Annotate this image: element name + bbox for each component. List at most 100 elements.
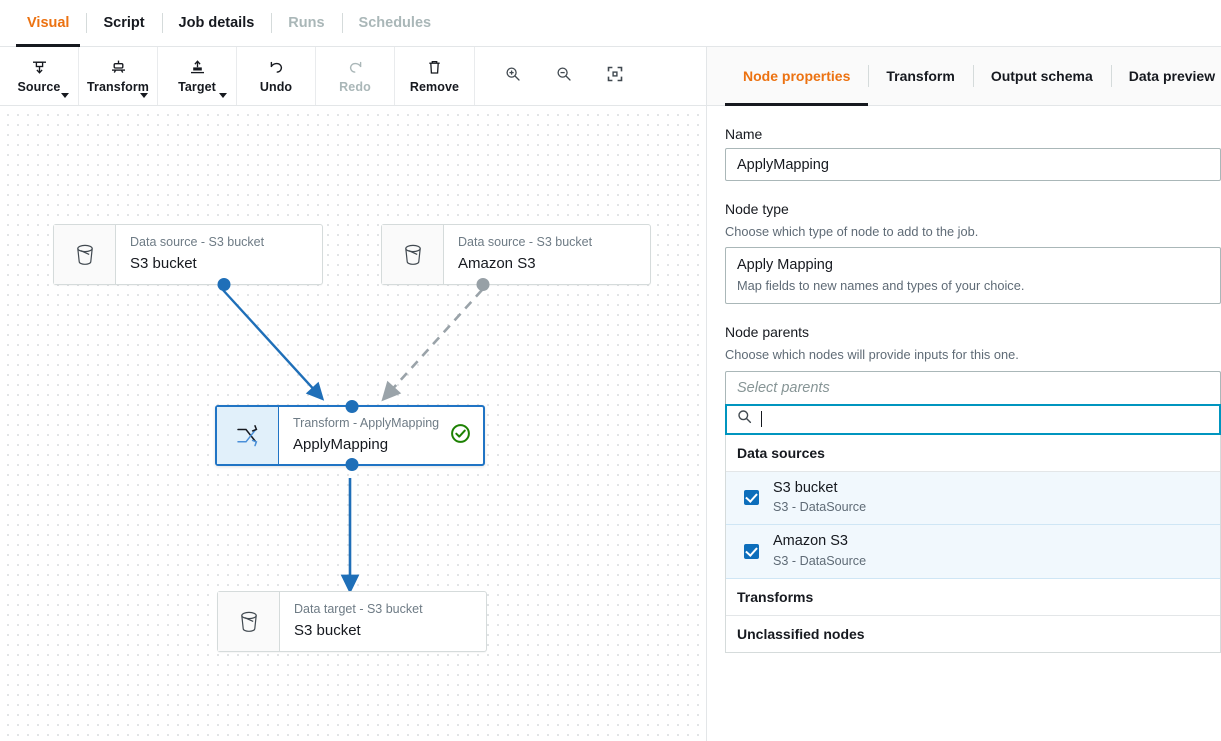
spacer <box>725 181 1221 201</box>
dropdown-option-s3-bucket[interactable]: S3 bucket S3 - DataSource <box>726 471 1220 526</box>
tab-job-details-label: Job details <box>178 15 255 31</box>
name-input[interactable]: ApplyMapping <box>725 148 1221 181</box>
panel-tab-bar: Node properties Transform Output schema … <box>707 47 1221 106</box>
tab-visual-label: Visual <box>27 15 70 31</box>
node-type-selected-desc: Map fields to new names and types of you… <box>737 277 1025 293</box>
node-parents-description: Choose which nodes will provide inputs f… <box>725 347 1019 363</box>
node-input-port[interactable] <box>345 400 359 413</box>
zoom-out-button[interactable] <box>538 47 589 105</box>
name-input-value: ApplyMapping <box>737 156 829 173</box>
node-transform-applymapping[interactable]: Transform - ApplyMapping ApplyMapping <box>215 400 485 471</box>
main-split: Source Transform <box>0 47 1221 741</box>
tab-transform[interactable]: Transform <box>868 47 972 105</box>
node-parents-multiselect: Select parents Data sources <box>725 370 1221 653</box>
search-icon <box>737 409 752 429</box>
dropdown-group-unclassified-nodes[interactable]: Unclassified nodes <box>726 616 1220 652</box>
name-field-label: Name <box>725 126 763 142</box>
dropdown-option-amazon-s3[interactable]: Amazon S3 S3 - DataSource <box>726 525 1220 579</box>
job-tab-bar: Visual Script Job details Runs Schedules <box>0 0 1221 47</box>
toolbar-source-button[interactable]: Source <box>0 47 79 105</box>
dropdown-option-title: S3 bucket <box>773 479 838 496</box>
tab-schedules-label: Schedules <box>358 15 432 31</box>
node-type-label: Node type <box>725 201 789 217</box>
toolbar-undo-button[interactable]: Undo <box>237 47 316 105</box>
tab-data-preview-label: Data preview <box>1128 68 1216 84</box>
node-output-port[interactable] <box>476 278 490 291</box>
toolbar-transform-label: Transform <box>86 80 150 94</box>
dropdown-group-label: Unclassified nodes <box>737 625 865 642</box>
chevron-down-icon[interactable] <box>219 93 227 98</box>
node-subtitle: Data source - S3 bucket <box>458 235 593 250</box>
dropdown-option-subtitle: S3 - DataSource <box>773 553 867 568</box>
node-target-s3-bucket[interactable]: Data target - S3 bucket S3 bucket <box>217 591 487 652</box>
check-circle-icon <box>450 423 471 449</box>
tab-script[interactable]: Script <box>86 0 161 46</box>
node-subtitle: Data source - S3 bucket <box>130 235 265 250</box>
canvas-column: Source Transform <box>0 47 707 741</box>
dropdown-option-text: S3 bucket S3 - DataSource <box>773 479 866 517</box>
tab-script-label: Script <box>103 15 145 31</box>
node-output-port[interactable] <box>345 458 359 471</box>
dropdown-option-subtitle: S3 - DataSource <box>773 500 867 515</box>
spacer <box>725 304 1221 324</box>
tab-transform-label: Transform <box>886 68 955 84</box>
node-source-s3-bucket[interactable]: Data source - S3 bucket S3 bucket <box>53 224 323 291</box>
node-parents-search-input[interactable] <box>725 403 1221 435</box>
canvas-toolbar: Source Transform <box>0 47 706 106</box>
node-target-s3-bucket-body: Data target - S3 bucket S3 bucket <box>280 592 486 651</box>
dropdown-option-title: Amazon S3 <box>773 533 848 550</box>
toolbar-remove-button[interactable]: Remove <box>395 47 474 105</box>
toolbar-redo-label: Redo <box>339 80 371 94</box>
trash-icon <box>426 58 443 77</box>
zoom-in-button[interactable] <box>487 47 538 105</box>
source-icon <box>31 58 48 77</box>
tab-node-properties[interactable]: Node properties <box>725 47 869 106</box>
zoom-controls <box>474 47 640 105</box>
node-source-amazon-s3[interactable]: Data source - S3 bucket Amazon S3 <box>381 224 651 291</box>
transform-icon <box>110 58 127 77</box>
toolbar-redo-button: Redo <box>316 47 395 105</box>
dropdown-group-label: Transforms <box>737 588 814 605</box>
toolbar-transform-button[interactable]: Transform <box>79 47 158 105</box>
target-icon <box>189 58 206 77</box>
toolbar-target-button[interactable]: Target <box>158 47 237 105</box>
node-details-panel: Node properties Transform Output schema … <box>707 47 1221 741</box>
zoom-in-icon <box>505 66 521 87</box>
tab-runs: Runs <box>271 0 341 46</box>
chevron-down-icon[interactable] <box>61 93 69 98</box>
fit-screen-button[interactable] <box>589 47 640 105</box>
node-subtitle: Data target - S3 bucket <box>294 602 423 617</box>
tab-job-details[interactable]: Job details <box>161 0 272 46</box>
node-title: S3 bucket <box>130 255 197 273</box>
tab-visual[interactable]: Visual <box>10 0 86 47</box>
toolbar-remove-label: Remove <box>409 80 460 94</box>
zoom-out-icon <box>556 66 572 87</box>
toolbar-undo-label: Undo <box>259 80 293 94</box>
dropdown-group-label: Data sources <box>737 444 825 461</box>
node-type-select[interactable]: Apply Mapping Map fields to new names an… <box>725 247 1221 305</box>
toolbar-source-label: Source <box>17 80 61 94</box>
tab-output-schema-label: Output schema <box>990 68 1093 84</box>
etl-canvas[interactable]: Data source - S3 bucket S3 bucket Data s… <box>0 106 706 741</box>
edge-s3bucket-to-applymapping <box>222 289 325 401</box>
node-transform-applymapping-body: Transform - ApplyMapping ApplyMapping <box>279 407 483 464</box>
text-cursor <box>761 411 762 428</box>
node-parents-trigger[interactable]: Select parents <box>725 370 1221 404</box>
apply-mapping-icon <box>217 407 279 464</box>
undo-icon <box>268 58 285 77</box>
edge-amazons3-to-applymapping <box>381 289 483 402</box>
node-output-port[interactable] <box>217 278 231 291</box>
checkbox-checked-icon[interactable] <box>744 490 759 506</box>
node-title: S3 bucket <box>294 622 361 640</box>
node-type-description: Choose which type of node to add to the … <box>725 224 979 239</box>
tab-output-schema[interactable]: Output schema <box>972 47 1111 105</box>
chevron-down-icon[interactable] <box>140 93 148 98</box>
dropdown-group-transforms[interactable]: Transforms <box>726 579 1220 616</box>
node-title: Amazon S3 <box>458 255 536 273</box>
tab-data-preview[interactable]: Data preview <box>1110 47 1221 105</box>
redo-icon <box>347 58 364 77</box>
node-source-amazon-s3-body: Data source - S3 bucket Amazon S3 <box>444 225 650 284</box>
tab-node-properties-label: Node properties <box>743 68 851 84</box>
tab-schedules: Schedules <box>341 0 449 46</box>
checkbox-checked-icon[interactable] <box>744 543 759 559</box>
